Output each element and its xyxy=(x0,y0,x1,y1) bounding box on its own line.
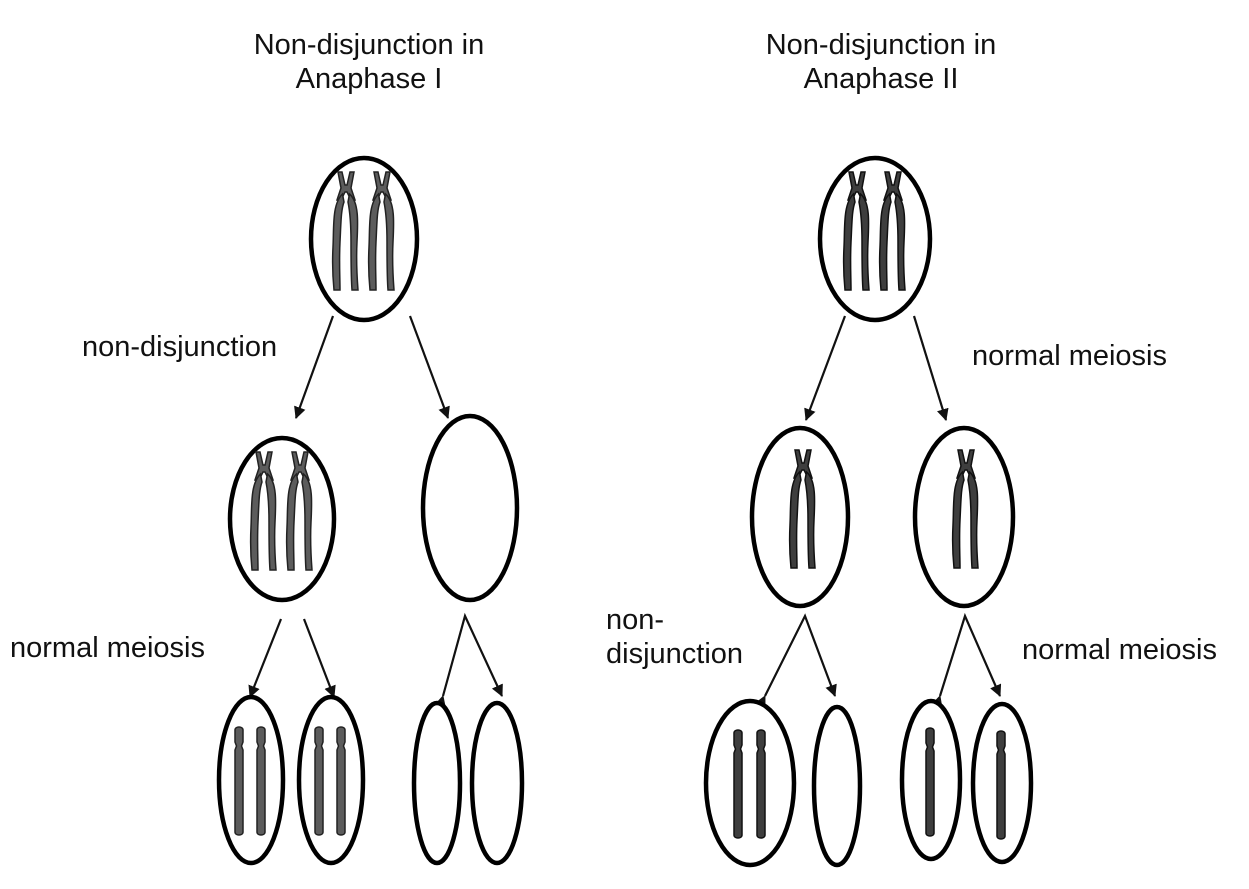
arrow xyxy=(434,612,503,709)
left-daughter-cell-with-chromosomes xyxy=(227,435,337,603)
right-gamete-2-empty xyxy=(811,704,863,868)
arrow xyxy=(930,612,1002,709)
label-left-first-division: non-disjunction xyxy=(82,331,278,363)
chromatid xyxy=(756,729,766,839)
right-gamete-4 xyxy=(970,701,1034,865)
title-anaphase-1-line1: Non-disjunction in xyxy=(253,29,485,61)
chromatid xyxy=(925,727,935,837)
chromatid xyxy=(336,726,346,836)
left-gamete-1 xyxy=(216,694,286,866)
title-anaphase-2-line1: Non-disjunction in xyxy=(765,29,997,61)
arrow xyxy=(408,315,450,419)
arrow xyxy=(804,315,847,421)
right-daughter-cell-1 xyxy=(749,425,851,609)
label-right-first-division: normal meiosis xyxy=(972,340,1167,372)
chromatid xyxy=(256,726,266,836)
arrow xyxy=(912,315,949,421)
left-gamete-4-empty xyxy=(469,700,525,866)
left-gamete-2 xyxy=(296,694,366,866)
chromatid xyxy=(733,729,743,839)
arrow xyxy=(294,315,335,419)
label-right-second-left-line1: non- xyxy=(606,604,665,636)
chromatid xyxy=(234,726,244,836)
chromatid xyxy=(314,726,324,836)
title-anaphase-1-line2: Anaphase I xyxy=(295,63,443,95)
left-gamete-3-empty xyxy=(411,700,463,866)
title-anaphase-2-line2: Anaphase II xyxy=(803,63,959,95)
right-pathway xyxy=(703,155,1034,868)
arrow xyxy=(754,613,837,709)
label-right-second-left-line2: disjunction xyxy=(606,638,744,670)
label-right-second-left: non- disjunction xyxy=(606,603,743,671)
arrow xyxy=(302,618,336,698)
title-anaphase-2: Non-disjunction in Anaphase II xyxy=(716,28,1046,96)
right-parent-cell xyxy=(817,155,933,323)
right-daughter-cell-2 xyxy=(912,425,1016,609)
right-gamete-1 xyxy=(703,698,797,868)
title-anaphase-1: Non-disjunction in Anaphase I xyxy=(204,28,534,96)
arrow xyxy=(248,618,283,698)
left-pathway xyxy=(216,155,525,866)
left-daughter-cell-empty xyxy=(420,413,520,603)
right-gamete-3 xyxy=(899,698,963,862)
label-right-second-right: normal meiosis xyxy=(1022,634,1217,666)
label-left-second-division: normal meiosis xyxy=(10,632,205,664)
chromatid xyxy=(996,730,1006,840)
left-parent-cell xyxy=(308,155,420,323)
